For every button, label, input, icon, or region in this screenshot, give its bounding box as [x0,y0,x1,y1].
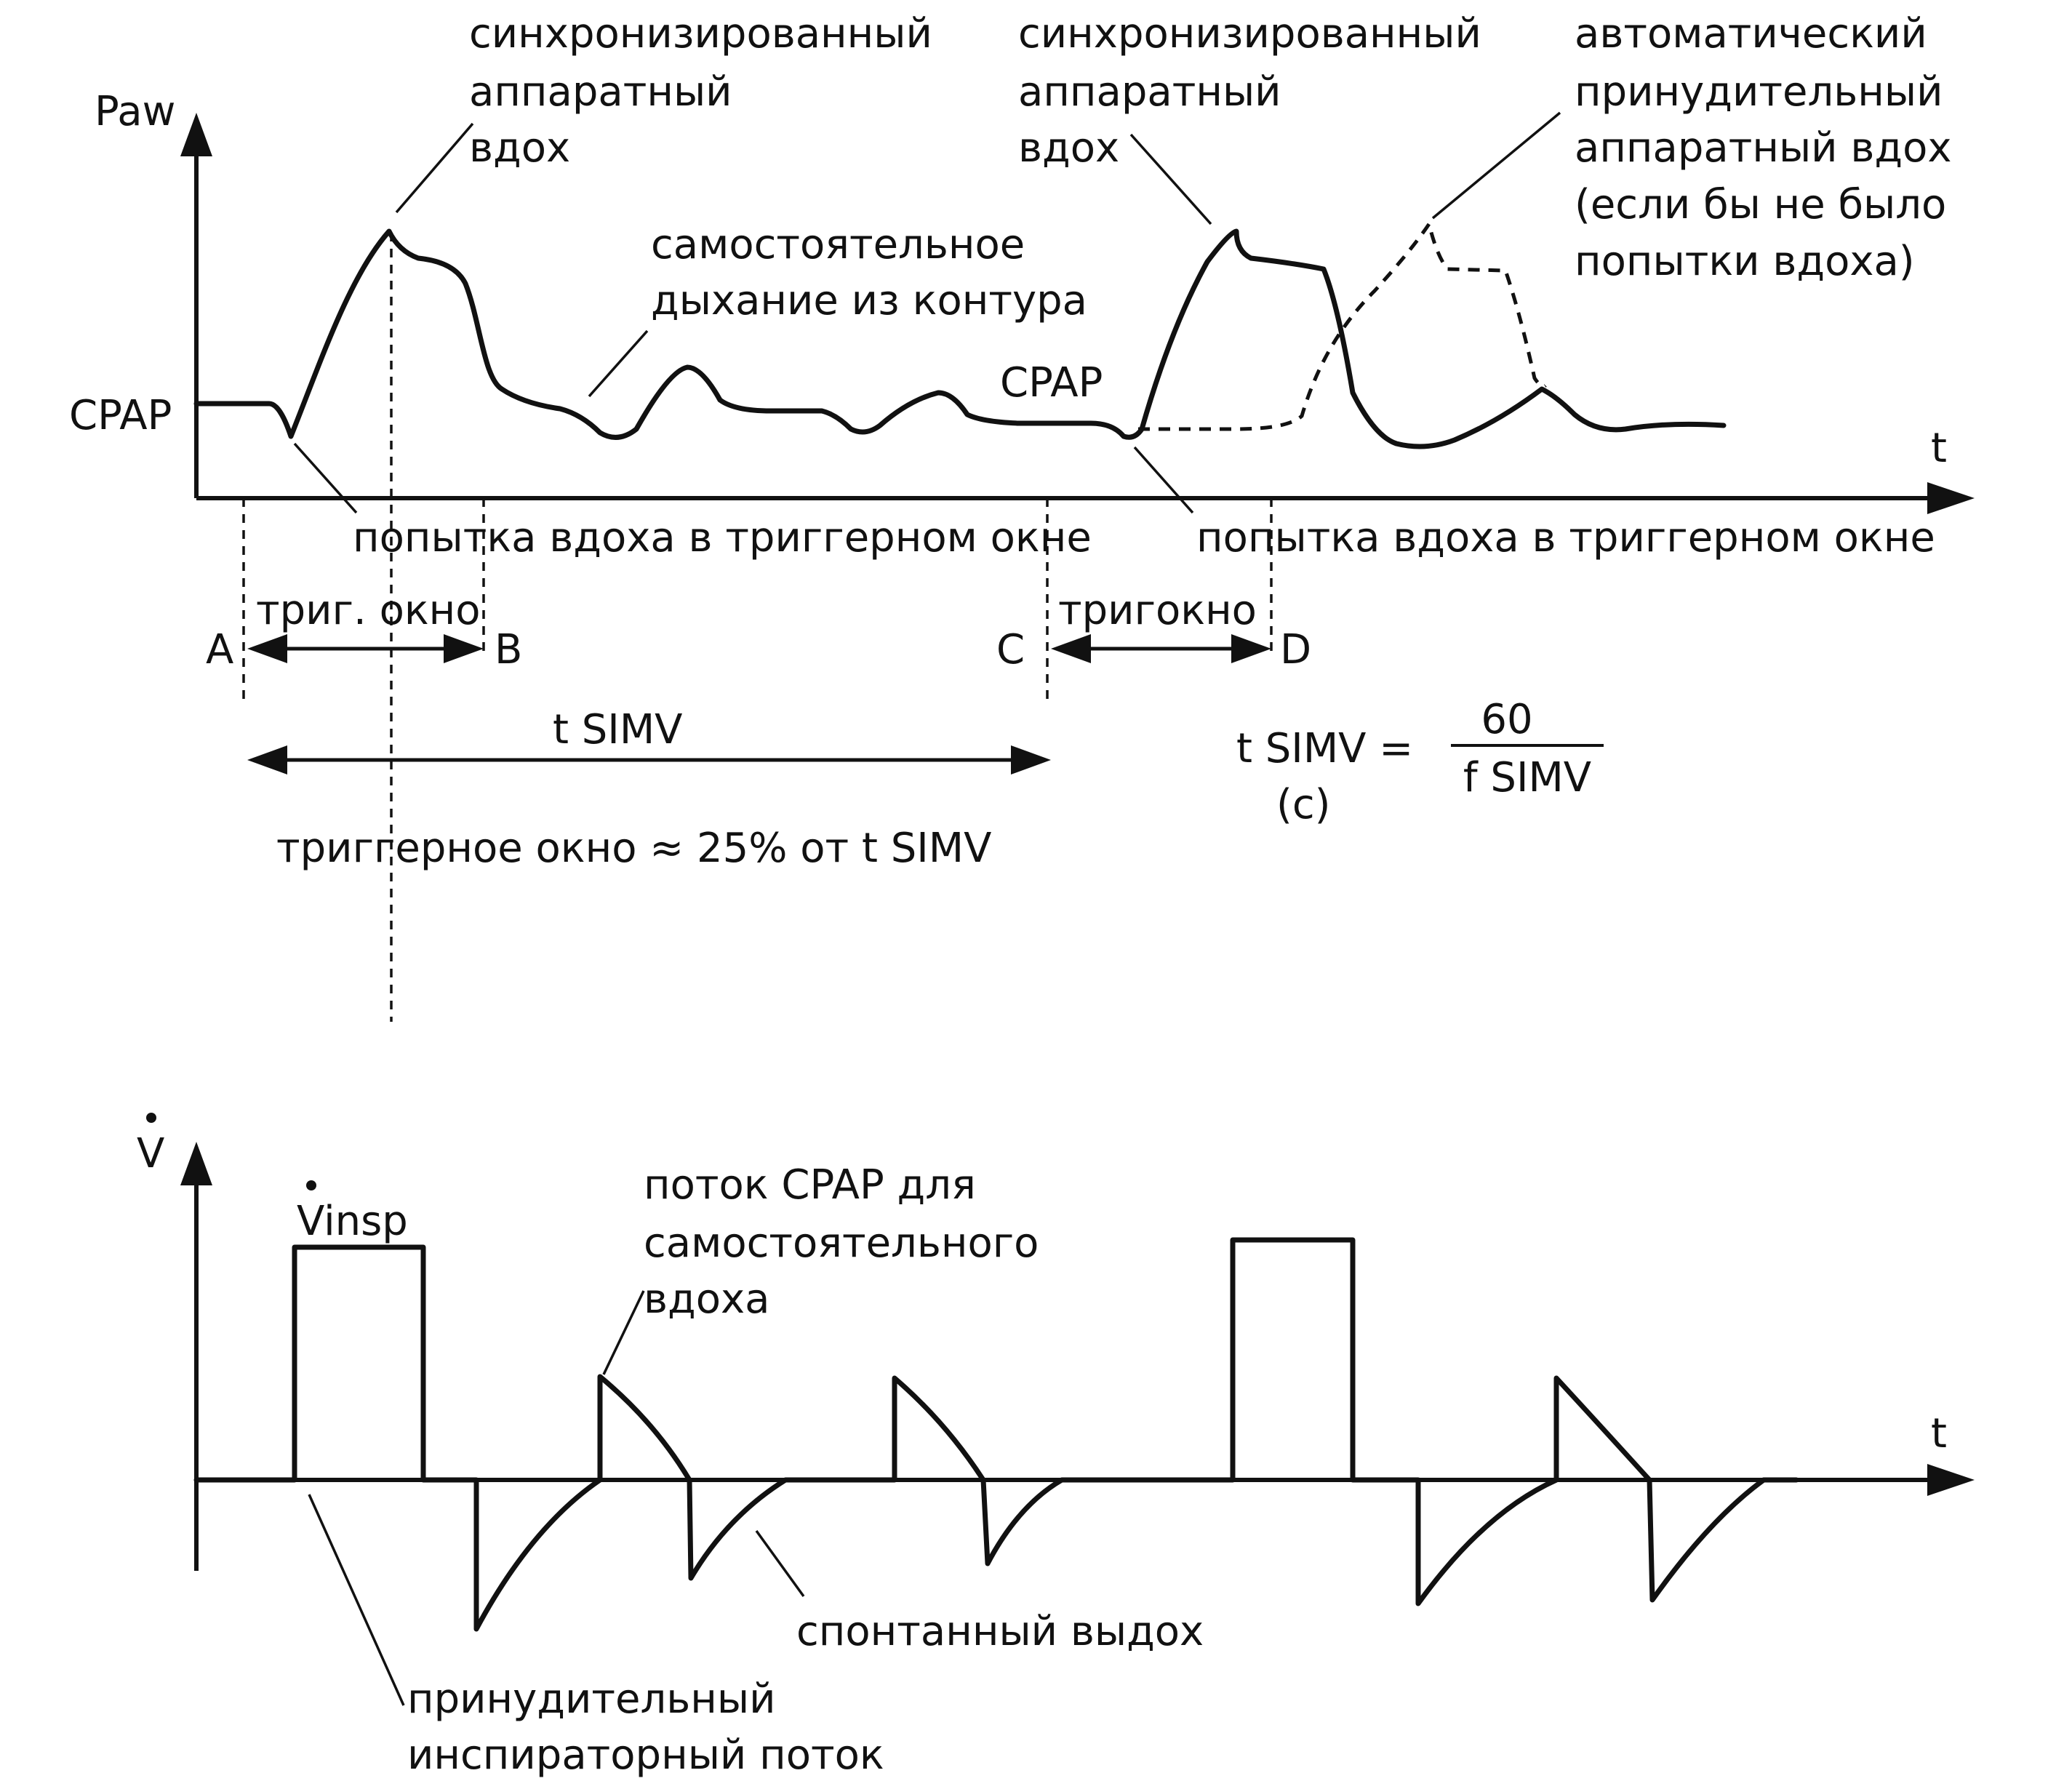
pressure-curve [193,228,1727,449]
leader-sync-1 [395,122,474,214]
formula-lhs: t SIMV = [1236,725,1413,772]
cpap-flow-label: поток CPAP для самостоятельного вдоха [644,1161,1052,1323]
sync-breath-label-1: синхронизированный аппаратный вдох [469,10,945,172]
time-axis-arrowhead [1927,482,1975,514]
point-c-label: C [996,626,1025,673]
cpap-label-mid: CPAP [1000,359,1103,407]
leader-auto [1431,111,1561,220]
flow-axis-arrowhead [180,1142,212,1185]
point-d-label: D [1280,626,1311,673]
formula-numerator: 60 [1481,696,1532,743]
trigger-window-arrow-1 [247,634,484,663]
auto-breath-curve [1138,219,1547,431]
t-simv-arrow [247,745,1051,775]
leader-attempt-2 [1133,446,1194,514]
cpap-label: CPAP [69,392,172,439]
point-b-label: B [495,626,522,673]
paw-axis-label: Paw [95,88,175,135]
paw-axis-arrowhead [180,113,212,156]
leader-cpap-flow [602,1290,645,1375]
formula-unit: (c) [1276,781,1330,828]
leader-sync-2 [1129,133,1212,225]
formula-denominator: f SIMV [1463,754,1591,801]
forced-flow-label: принудительный инспираторный поток [407,1676,884,1779]
spont-exhale-label: спонтанный выдох [796,1608,1204,1655]
leader-spont-exhale [755,1529,805,1598]
flow-time-axis-arrowhead [1927,1464,1975,1496]
flow-curve [193,1237,1799,1632]
flow-axis-label: V [137,1130,164,1177]
point-a-label: A [206,626,233,673]
sync-breath-label-2: синхронизированный аппаратный вдох [1018,10,1495,172]
t-simv-formula: t SIMV = (c) 60 f SIMV [1236,696,1604,828]
t-simv-label: t SIMV [553,706,682,753]
flow-chart: V t Vinsp поток CPAP для самостоятельног… [137,1113,1975,1779]
flow-time-axis-label: t [1931,1410,1947,1457]
auto-breath-label: автоматический принудительный аппаратный… [1575,10,1964,285]
attempt-label-1: попытка вдоха в триггерном окне [353,514,1092,561]
spontaneous-label: самостоятельное дыхание из контура [651,221,1087,324]
flow-axis-dot [146,1113,156,1123]
trigger-window-note: триггерное окно ≈ 25% от t SIMV [276,825,991,872]
trigger-window-arrow-2 [1051,634,1271,663]
trigger-window-label-1: триг. окно [256,587,481,634]
vinsp-label: Vinsp [297,1198,408,1245]
leader-attempt-1 [293,442,358,514]
leader-spontaneous [588,329,649,398]
attempt-label-2: попытка вдоха в триггерном окне [1196,514,1935,561]
leader-forced-flow [308,1494,405,1706]
vinsp-dot [306,1180,316,1190]
trigger-window-label-2: тригокно [1058,587,1257,634]
time-axis-label: t [1931,425,1947,472]
pressure-chart: Paw t CPAP CPAP синхронизированный аппар… [69,10,1975,1022]
